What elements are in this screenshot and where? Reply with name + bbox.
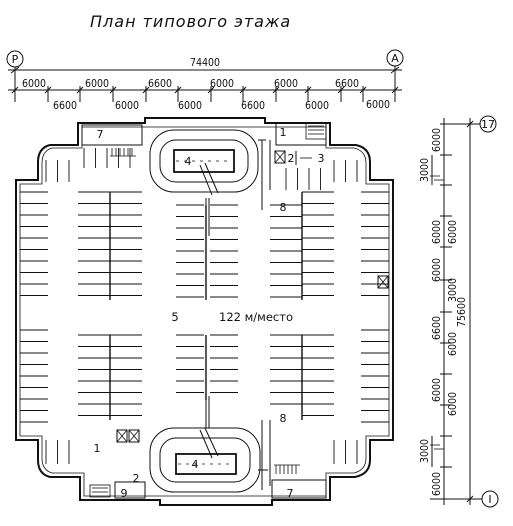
room-8-bottom: 8 [280, 412, 287, 425]
room-1-bottom: 1 [94, 442, 101, 455]
span-upper-2: 6000 [85, 78, 109, 90]
rooms-bottom: 8 1 2 9 7 [89, 275, 389, 500]
room-5: 5 [171, 310, 178, 324]
span-lower-5: 6000 [305, 100, 329, 112]
room-2-top: 2 [288, 152, 295, 165]
span-lower-2: 6000 [115, 100, 139, 112]
plan-title: План типового этажа [90, 12, 291, 31]
span-vert-5: 3000 [447, 278, 459, 302]
span-vert-4: 6000 [431, 258, 443, 282]
horizontal-dimensions: Р А 74400 [6, 49, 404, 112]
room-3-top: 3 [318, 152, 325, 165]
room-8-top: 8 [280, 201, 287, 214]
capacity-label: 122 м/место [219, 310, 293, 324]
span-vert-9: 6000 [447, 392, 459, 416]
span-upper-7: 6000 [366, 99, 390, 111]
overall-height: 75600 [456, 297, 468, 327]
span-lower-4: 6600 [241, 100, 265, 112]
span-upper-5: 6000 [274, 78, 298, 90]
span-vert-3: 6000 [447, 220, 459, 244]
rooms-top: 7 1 2 3 8 [81, 122, 327, 214]
room-4-bottom: 4 [192, 458, 199, 471]
axis-label-left: Р [12, 53, 19, 66]
span-vert-7: 6000 [447, 332, 459, 356]
building-outline [15, 117, 394, 506]
ramp-top: 4 [149, 129, 259, 196]
span-vert-2: 6000 [431, 220, 443, 244]
span-upper-6: 6600 [335, 78, 359, 90]
room-1-top: 1 [280, 126, 287, 139]
axis-label-right: А [391, 52, 399, 65]
span-lower-1: 6600 [53, 100, 77, 112]
room-7-bottom: 7 [287, 487, 294, 500]
axis-label-bottom: I [488, 493, 491, 506]
vertical-dimensions: 17 I 75600 6000 6000 6000 6000 3000 6600… [419, 115, 499, 508]
room-4-top: 4 [185, 155, 192, 168]
span-vert-8: 6000 [431, 378, 443, 402]
room-7-top: 7 [97, 128, 104, 141]
span-vert-6: 6600 [431, 316, 443, 340]
span-vert-10: 6000 [431, 472, 443, 496]
ramp-connectors [205, 139, 271, 490]
span-lower-3: 6000 [178, 100, 202, 112]
span-3000-bottom: 3000 [419, 439, 431, 463]
ramp-bottom: 4 [149, 427, 261, 493]
overall-width: 74400 [190, 57, 220, 69]
room-9-bottom: 9 [121, 487, 128, 500]
axis-label-top: 17 [481, 118, 495, 131]
parking-stalls [20, 148, 389, 464]
span-upper-1: 6000 [22, 78, 46, 90]
span-upper-4: 6000 [210, 78, 234, 90]
span-vert-1: 6000 [431, 128, 443, 152]
span-3000-top: 3000 [419, 158, 431, 182]
span-upper-3: 6600 [148, 78, 172, 90]
room-2-bottom: 2 [133, 472, 140, 485]
